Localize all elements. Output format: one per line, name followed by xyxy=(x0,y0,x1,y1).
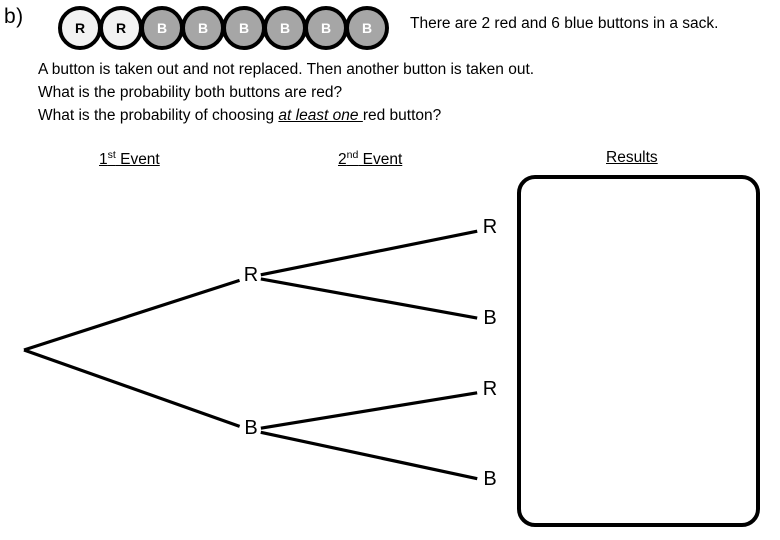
tree-node-second-red-after-blue: R xyxy=(482,378,498,400)
tree-node-second-blue-after-blue: B xyxy=(483,468,497,490)
heading-second-event-text: Event xyxy=(358,151,403,169)
button-token-label: B xyxy=(320,20,332,36)
heading-first-event-number: 1 xyxy=(99,151,108,169)
tree-branch-root-to-l1-b xyxy=(23,348,241,428)
heading-first-event-text: Event xyxy=(115,151,160,169)
question-line-3-suffix: red button? xyxy=(362,107,442,124)
tree-branch-root-to-l1-r xyxy=(23,278,241,352)
tree-branch-l1-b-to-l2-br xyxy=(260,391,478,430)
tree-branch-l1-r-to-l2-rr xyxy=(260,229,478,277)
heading-second-event-number: 2 xyxy=(338,151,347,169)
intro-sentence: There are 2 red and 6 blue buttons in a … xyxy=(410,15,719,32)
heading-first-event-ordinal: st xyxy=(107,149,116,161)
button-token-label: R xyxy=(74,20,86,36)
button-token-label: B xyxy=(238,20,250,36)
button-token-label: B xyxy=(361,20,373,36)
tree-branch-l1-b-to-l2-bb xyxy=(260,430,478,481)
tree-node-first-blue: B xyxy=(244,417,258,439)
question-line-3-prefix: What is the probability of choosing xyxy=(38,107,279,124)
buttons-row: R R B B B B B B xyxy=(58,5,389,50)
tree-node-first-red: R xyxy=(243,264,259,286)
question-line-2: What is the probability both buttons are… xyxy=(38,84,343,101)
button-token-label: B xyxy=(197,20,209,36)
tree-node-second-red-after-red: R xyxy=(482,216,498,238)
heading-second-event-ordinal: nd xyxy=(346,149,359,161)
button-token-label: R xyxy=(115,20,127,36)
button-token-5: B xyxy=(222,6,266,50)
button-token-4: B xyxy=(181,6,225,50)
question-line-1: A button is taken out and not replaced. … xyxy=(38,61,535,78)
heading-first-event: 1st Event xyxy=(99,149,160,169)
tree-node-second-blue-after-red: B xyxy=(483,307,497,329)
button-token-3: B xyxy=(140,6,184,50)
button-token-label: B xyxy=(279,20,291,36)
button-token-7: B xyxy=(304,6,348,50)
part-label: b) xyxy=(4,5,24,28)
heading-second-event: 2nd Event xyxy=(338,149,402,169)
button-token-6: B xyxy=(263,6,307,50)
results-answer-box[interactable] xyxy=(517,175,760,527)
button-token-1: R xyxy=(58,6,102,50)
question-block: A button is taken out and not replaced. … xyxy=(38,58,534,127)
question-line-3: What is the probability of choosing at l… xyxy=(38,104,534,127)
tree-branch-l1-r-to-l2-rb xyxy=(260,277,478,320)
question-line-3-emphasis: at least one xyxy=(278,107,363,124)
button-token-2: R xyxy=(99,6,143,50)
button-token-8: B xyxy=(345,6,389,50)
button-token-label: B xyxy=(156,20,168,36)
heading-results: Results xyxy=(606,149,658,166)
